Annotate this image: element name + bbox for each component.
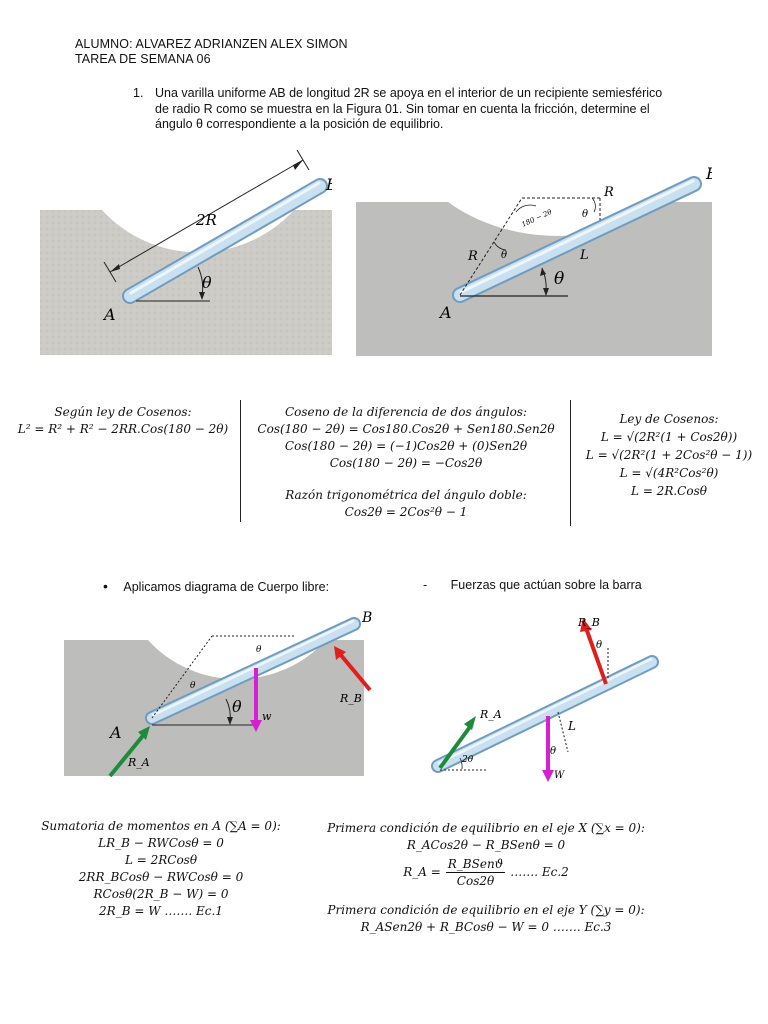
label-180-minus-2theta: 180 − 2θ (520, 208, 553, 229)
label-theta-main: θ (554, 269, 564, 289)
equilibrium-x-title: Primera condición de equilibrio en el ej… (327, 821, 645, 835)
rb-arrow (584, 627, 608, 685)
equilibrium-y-block: Primera condición de equilibrio en el ej… (306, 902, 666, 936)
label-a: A (102, 305, 116, 324)
bowl-shape (356, 202, 712, 356)
figure-2: R R L θ θ θ 180 − 2θ A B (356, 164, 712, 356)
bullet-free-body: • Aplicamos diagrama de Cuerpo libre: (103, 578, 329, 594)
label-theta-left: θ (501, 250, 507, 261)
cosine-law-block: Según ley de Cosenos: L² = R² + R² − 2RR… (8, 404, 238, 438)
cosine-law-eq: L² = R² + R² − 2RR.Cos(180 − 2θ) (17, 422, 229, 436)
moments-eq4: RCosθ(2R_B − W) = 0 (93, 887, 229, 901)
moments-title: Sumatoria de momentos en A (∑A = 0): (41, 819, 281, 833)
task-title: TAREA DE SEMANA 06 (75, 52, 211, 66)
moments-eq1: LR_B − RWCosθ = 0 (98, 836, 224, 850)
label-b: B (361, 610, 372, 626)
equilibrium-y-eq1: R_ASen2θ + R_BCosθ − W = 0 ……. Ec.3 (360, 920, 612, 934)
label-theta-top: θ (596, 640, 602, 651)
problem-number: 1. (133, 86, 144, 100)
bullet-forces: - Fuerzas que actúan sobre la barra (423, 578, 642, 592)
label-theta-top: θ (582, 209, 588, 220)
double-angle-eq: Cos2θ = 2Cos²θ − 1 (344, 505, 468, 519)
law-cosines-eq3: L = √(4R²Cos²θ) (619, 466, 719, 480)
bullet-dot: • (103, 578, 108, 594)
ra-lhs: R_A = (403, 865, 441, 879)
law-cosines-title: Ley de Cosenos: (619, 412, 719, 426)
difference-title: Coseno de la diferencia de dos ángulos: (284, 405, 528, 419)
length-dimension-line (109, 159, 304, 273)
moments-eq2: L = 2RCosθ (124, 853, 198, 867)
ra-arrow (108, 730, 148, 778)
dash-mark: - (423, 578, 428, 592)
label-rb: R_B (577, 616, 600, 629)
problem-text: Una varilla uniforme AB de longitud 2R s… (155, 86, 663, 131)
divider-left (240, 400, 241, 522)
label-2r: 2R (195, 211, 217, 229)
equilibrium-x-block: Primera condición de equilibrio en el ej… (306, 820, 666, 889)
label-b: B (705, 164, 712, 183)
divider-right (570, 400, 571, 526)
label-a: A (108, 723, 122, 742)
difference-eq1: Cos(180 − 2θ) = Cos180.Cos2θ + Sen180.Se… (257, 422, 555, 436)
fraction: R_BSenϑ Cos2θ (445, 856, 506, 889)
bullet-forces-text: Fuerzas que actúan sobre la barra (450, 578, 642, 592)
label-theta-mid: θ (550, 746, 556, 757)
fraction-denominator: Cos2θ (456, 874, 495, 888)
label-r-top: R (603, 185, 614, 200)
label-theta-main: θ (232, 697, 242, 716)
ec2-label: ……. Ec.2 (510, 865, 569, 879)
difference-eq2: Cos(180 − 2θ) = (−1)Cos2θ + (0)Sen2θ (284, 439, 528, 453)
label-a: A (438, 303, 452, 322)
label-theta: θ (202, 273, 212, 292)
moments-eq3: 2RR_BCosθ − RWCosθ = 0 (78, 870, 244, 884)
label-theta-top: θ (256, 645, 262, 655)
label-w: W (554, 770, 565, 781)
label-l: L (579, 248, 589, 263)
bowl-shape (40, 210, 332, 355)
figure-3-free-body: A B R_A R_B w θ θ θ (64, 610, 372, 778)
cosine-law-title: Según ley de Cosenos: (54, 405, 192, 419)
label-r-left: R (467, 249, 478, 264)
label-rb: R_B (339, 692, 362, 705)
equilibrium-y-title: Primera condición de equilibrio en el ej… (327, 903, 645, 917)
ra-arrow (438, 722, 474, 770)
label-ra: R_A (127, 756, 150, 769)
label-b: B (325, 175, 332, 194)
label-2theta: 2θ (461, 755, 474, 765)
bowl-shape (64, 640, 364, 776)
figure-1: 2R A B θ (40, 150, 332, 355)
bullet-free-body-text: Aplicamos diagrama de Cuerpo libre: (123, 580, 330, 594)
law-cosines-eq1: L = √(2R²(1 + Cos2θ)) (600, 430, 738, 444)
figure-4-forces: R_A R_B W L θ θ 2θ (431, 616, 659, 782)
law-cosines-block: Ley de Cosenos: L = √(2R²(1 + Cos2θ)) L … (574, 410, 764, 500)
label-theta-left: θ (190, 681, 196, 691)
problem-statement: 1. Una varilla uniforme AB de longitud 2… (133, 86, 663, 133)
law-cosines-eq2: L = √(2R²(1 + 2Cos²θ − 1)) (585, 448, 753, 462)
label-l: L (567, 719, 576, 733)
equilibrium-x-eq1: R_ACos2θ − R_BSenθ = 0 (406, 838, 566, 852)
moments-block: Sumatoria de momentos en A (∑A = 0): LR_… (30, 818, 292, 920)
rb-arrow (338, 652, 372, 692)
law-cosines-eq4: L = 2R.Cosθ (631, 484, 707, 498)
label-w: w (262, 710, 272, 723)
difference-block: Coseno de la diferencia de dos ángulos: … (244, 404, 568, 521)
moments-eq5: 2R_B = W ……. Ec.1 (99, 904, 223, 918)
difference-eq3: Cos(180 − 2θ) = −Cos2θ (329, 456, 483, 470)
double-angle-title: Razón trigonométrica del ángulo doble: (285, 488, 527, 502)
fraction-numerator: R_BSenϑ (445, 857, 506, 873)
student-name: ALUMNO: ALVAREZ ADRIANZEN ALEX SIMON (75, 37, 348, 51)
equilibrium-x-eq2: R_A = R_BSenϑ Cos2θ ……. Ec.2 (306, 856, 666, 889)
label-ra: R_A (479, 708, 502, 721)
